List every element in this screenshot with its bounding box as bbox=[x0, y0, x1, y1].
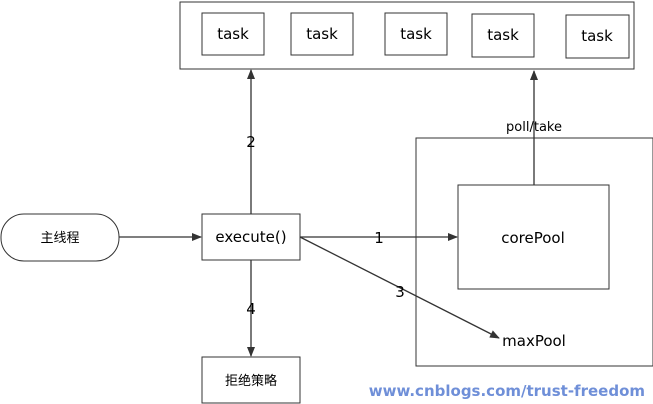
main-thread-label: 主线程 bbox=[40, 231, 79, 246]
task-label: task bbox=[581, 27, 613, 45]
task-label: task bbox=[400, 25, 432, 43]
step-3-label: 3 bbox=[395, 283, 405, 301]
step-2-label: 2 bbox=[246, 133, 256, 151]
core-pool-box bbox=[457, 184, 610, 290]
task-label: task bbox=[487, 26, 519, 44]
execute-node bbox=[201, 213, 301, 261]
task-item: task bbox=[290, 12, 354, 56]
watermark-text: www.cnblogs.com/trust-freedom bbox=[369, 382, 645, 400]
reject-policy-label: 拒绝策略 bbox=[225, 373, 277, 389]
task-item: task bbox=[565, 14, 630, 59]
task-label: task bbox=[306, 25, 338, 43]
reject-policy-node bbox=[201, 356, 301, 404]
task-item: task bbox=[471, 13, 535, 58]
core-pool-label: corePool bbox=[501, 229, 565, 247]
step-4-label: 4 bbox=[246, 300, 256, 318]
step-1-label: 1 bbox=[374, 229, 384, 247]
max-pool-label: maxPool bbox=[502, 332, 566, 350]
task-item: task bbox=[201, 12, 265, 56]
arrow-execute-to-max-pool bbox=[299, 236, 500, 339]
execute-label: execute() bbox=[215, 228, 286, 246]
task-item: task bbox=[384, 12, 448, 56]
task-label: task bbox=[217, 25, 249, 43]
